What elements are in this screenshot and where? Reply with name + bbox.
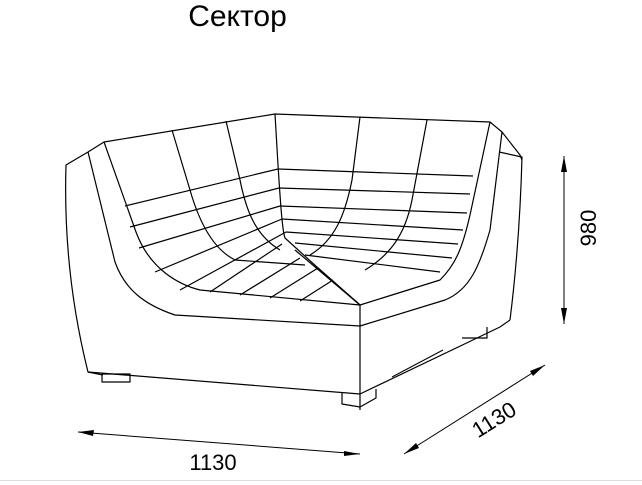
dimension-side-width: 1130 [391,349,546,455]
divider [0,480,642,481]
dimension-front-width-label: 1130 [189,450,236,475]
diagram-title: Сектор [188,0,287,33]
dimension-side-width-label: 1130 [467,397,520,443]
dimension-front-width: 1130 [77,430,361,475]
dimension-height-label: 980 [576,210,601,247]
seat-grid [103,113,491,306]
dimension-height: 980 [561,156,601,324]
